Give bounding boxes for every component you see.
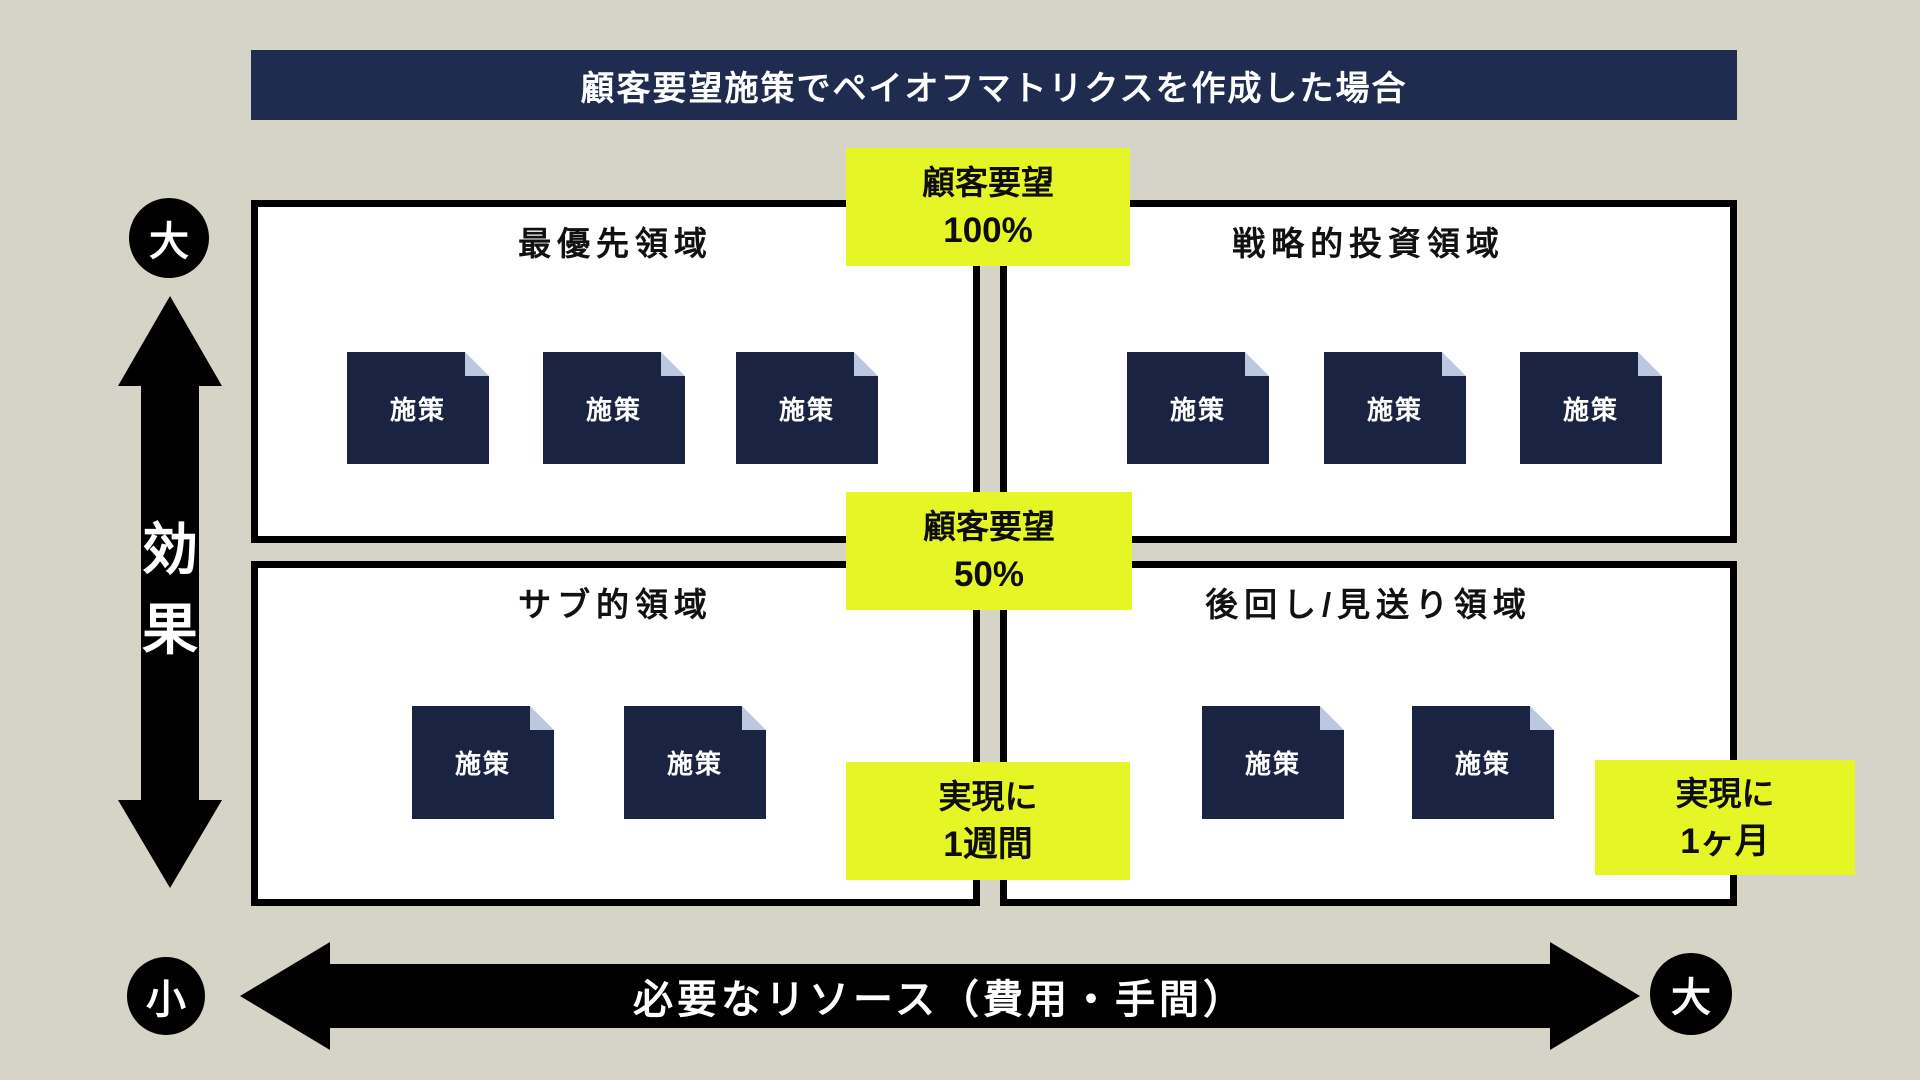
quadrant-top-right-title: 戦略的投資領域 xyxy=(1232,225,1505,262)
callout-time-one-week: 実現に 1週間 xyxy=(846,762,1130,880)
quadrant-bottom-left: サブ的領域 施策 施策 xyxy=(251,561,980,906)
callout-line: 1ヶ月 xyxy=(1680,821,1770,861)
vertical-axis-arrowhead-up-icon xyxy=(118,296,222,386)
vertical-axis-high-circle: 大 xyxy=(129,198,209,278)
callout-time-one-month: 実現に 1ヶ月 xyxy=(1595,760,1855,875)
callout-customer-demand-50: 顧客要望 50% xyxy=(846,492,1132,610)
callout-line: 実現に xyxy=(1675,774,1775,812)
measure-card: 施策 xyxy=(1202,706,1344,819)
measure-card-label: 施策 xyxy=(778,394,835,425)
callout-line: 1週間 xyxy=(943,825,1033,864)
measure-card-label: 施策 xyxy=(1169,394,1226,425)
vertical-axis-arrow-shaft xyxy=(141,384,199,802)
vertical-axis-arrowhead-down-icon xyxy=(118,800,222,888)
measure-card: 施策 xyxy=(347,352,489,464)
horizontal-axis-arrow-shaft: 必要なリソース（費用・手間） xyxy=(330,964,1550,1028)
callout-line: 顧客要望 xyxy=(922,164,1054,201)
measure-card-label: 施策 xyxy=(585,394,642,425)
quadrant-bottom-right-title: 後回し/見送り領域 xyxy=(1205,586,1532,623)
measure-card-label: 施策 xyxy=(1244,749,1301,779)
quadrant-bottom-left-title: サブ的領域 xyxy=(518,586,713,623)
measure-card: 施策 xyxy=(1324,352,1466,464)
horizontal-axis-arrowhead-right-icon xyxy=(1550,942,1640,1050)
measure-card: 施策 xyxy=(1127,352,1269,464)
measure-card-label: 施策 xyxy=(389,394,446,425)
diagram-title: 顧客要望施策でペイオフマトリクスを作成した場合 xyxy=(580,69,1408,108)
callout-customer-demand-100: 顧客要望 100% xyxy=(846,148,1130,266)
measure-card: 施策 xyxy=(1412,706,1554,819)
measure-card: 施策 xyxy=(736,352,878,464)
horizontal-axis-low-circle: 小 xyxy=(127,957,205,1035)
callout-line: 顧客要望 xyxy=(923,508,1055,545)
horizontal-axis-high-circle: 大 xyxy=(1650,953,1732,1035)
vertical-axis-high-label: 大 xyxy=(149,220,189,264)
quadrant-top-left-title: 最優先領域 xyxy=(518,225,713,262)
horizontal-axis-high-label: 大 xyxy=(1671,976,1711,1020)
measure-card: 施策 xyxy=(1520,352,1662,464)
callout-line: 100% xyxy=(943,211,1033,250)
measure-card-label: 施策 xyxy=(1562,394,1619,425)
vertical-axis-label: 効果 xyxy=(142,518,198,661)
measure-card: 施策 xyxy=(624,706,766,819)
horizontal-axis-label: 必要なリソース（費用・手間） xyxy=(633,978,1247,1022)
measure-card-label: 施策 xyxy=(1454,749,1511,779)
callout-line: 50% xyxy=(953,555,1025,594)
horizontal-axis-arrowhead-left-icon xyxy=(240,942,330,1050)
measure-card-label: 施策 xyxy=(1366,394,1423,425)
measure-card-label: 施策 xyxy=(666,749,723,779)
measure-card: 施策 xyxy=(543,352,685,464)
measure-card-label: 施策 xyxy=(454,749,511,779)
callout-line: 実現に xyxy=(938,778,1038,815)
diagram-title-bar: 顧客要望施策でペイオフマトリクスを作成した場合 xyxy=(251,50,1737,120)
horizontal-axis-low-label: 小 xyxy=(146,978,186,1022)
measure-card: 施策 xyxy=(412,706,554,819)
